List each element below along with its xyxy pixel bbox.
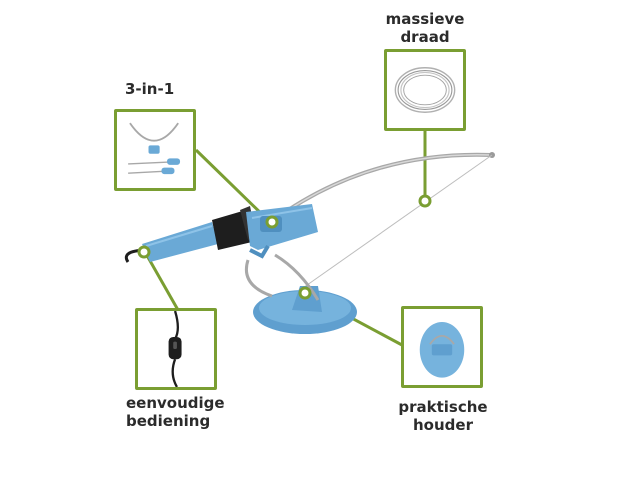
label-solid-wire-line2: draad — [400, 28, 450, 46]
label-solid-wire-line1: massieve — [385, 10, 465, 28]
label-easy-control-line1: eenvoudige — [126, 394, 225, 412]
callout-box-switch — [135, 308, 217, 390]
label-solid-wire: massieve draad — [383, 10, 467, 46]
label-3-in-1: 3-in-1 — [125, 80, 174, 98]
switch-icon — [168, 311, 182, 387]
callout-box-3-in-1 — [114, 109, 196, 191]
label-3-in-1-text: 3-in-1 — [125, 80, 175, 98]
callout-dots — [137, 194, 432, 300]
callout-box-wire — [384, 49, 466, 131]
holder-icon — [419, 321, 465, 378]
label-easy-control-line2: bediening — [126, 412, 211, 430]
cutter-tool — [142, 204, 318, 262]
callout-box-holder — [401, 306, 483, 388]
wire-coil-icon — [394, 67, 456, 113]
label-easy-control: eenvoudige bediening — [126, 394, 225, 430]
label-practical-holder: praktische houder — [392, 398, 494, 434]
attachments-icon — [128, 122, 181, 175]
label-practical-holder-line2: houder — [413, 416, 473, 434]
label-practical-holder-line1: praktische — [398, 398, 488, 416]
